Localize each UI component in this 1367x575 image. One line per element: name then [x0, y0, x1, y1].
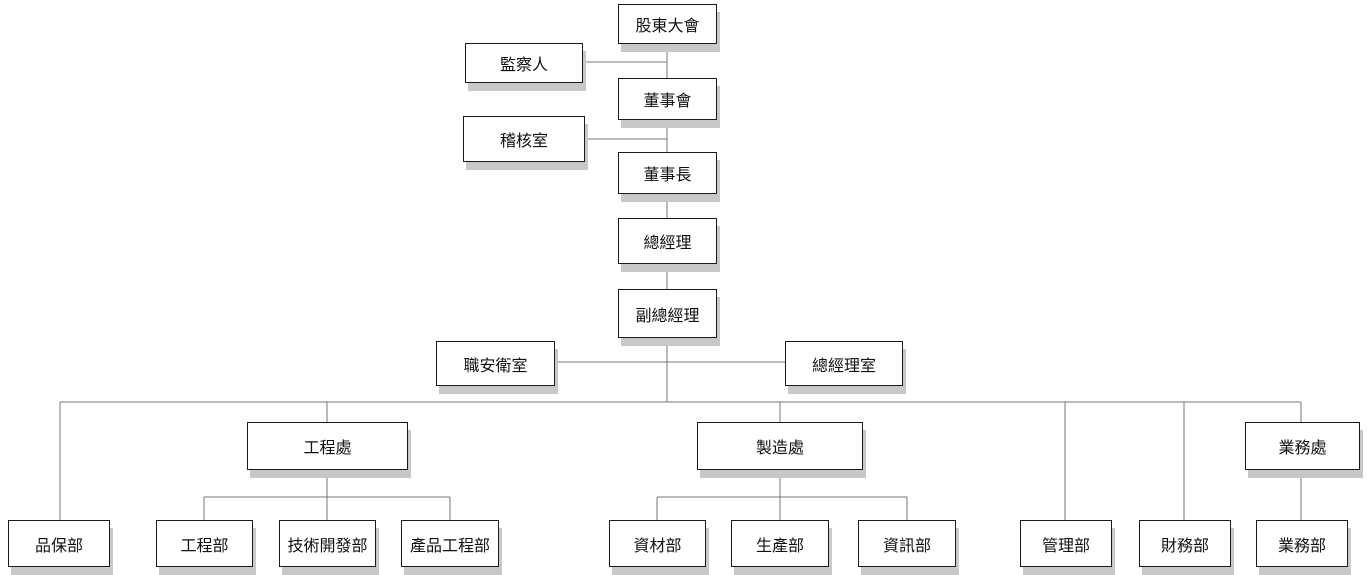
it-dept-label: 資訊部 — [882, 535, 931, 555]
qa-dept-label: 品保部 — [34, 535, 83, 555]
management-dept-box: 管理部 — [1020, 520, 1112, 567]
board-box: 董事會 — [618, 78, 717, 120]
it-dept-box: 資訊部 — [858, 520, 956, 567]
shareholders-meeting-label: 股東大會 — [635, 16, 700, 35]
supervisor-box: 監察人 — [465, 43, 583, 83]
audit-office-label: 稽核室 — [499, 131, 548, 150]
general-manager-box: 總經理 — [618, 218, 717, 264]
product-engineering-dept-label: 產品工程部 — [409, 535, 490, 555]
general-manager-label: 總經理 — [643, 233, 692, 252]
vice-general-manager-label: 副總經理 — [635, 305, 700, 325]
chairman-box: 董事長 — [618, 152, 717, 194]
audit-office-box: 稽核室 — [463, 116, 585, 162]
engineering-division-label: 工程處 — [303, 438, 352, 457]
production-dept-label: 生產部 — [755, 535, 804, 555]
sales-dept-label: 業務部 — [1277, 535, 1326, 555]
sales-division-label: 業務處 — [1278, 438, 1327, 457]
materials-dept-label: 資材部 — [633, 535, 682, 555]
finance-dept-label: 財務部 — [1160, 535, 1209, 555]
engineering-division-box: 工程處 — [247, 422, 408, 470]
rd-dept-label: 技術開發部 — [287, 535, 368, 555]
safety-office-box: 職安衛室 — [436, 341, 555, 386]
sales-division-box: 業務處 — [1245, 422, 1360, 470]
materials-dept-box: 資材部 — [609, 520, 706, 567]
chairman-label: 董事長 — [643, 165, 692, 184]
manufacturing-division-box: 製造處 — [697, 422, 863, 470]
product-engineering-dept-box: 產品工程部 — [401, 520, 499, 567]
manufacturing-division-label: 製造處 — [755, 438, 804, 457]
safety-office-label: 職安衛室 — [463, 355, 528, 375]
production-dept-box: 生產部 — [731, 520, 829, 567]
gm-office-box: 總經理室 — [785, 341, 903, 386]
sales-dept-box: 業務部 — [1256, 520, 1348, 567]
shareholders-meeting-box: 股東大會 — [618, 4, 717, 44]
board-label: 董事會 — [643, 91, 692, 110]
vice-general-manager-box: 副總經理 — [618, 289, 717, 338]
gm-office-label: 總經理室 — [811, 355, 876, 375]
finance-dept-box: 財務部 — [1139, 520, 1231, 567]
supervisor-label: 監察人 — [499, 55, 548, 74]
qa-dept-box: 品保部 — [8, 520, 110, 567]
engineering-dept-label: 工程部 — [180, 535, 229, 555]
management-dept-label: 管理部 — [1041, 535, 1090, 555]
engineering-dept-box: 工程部 — [156, 520, 253, 567]
rd-dept-box: 技術開發部 — [279, 520, 376, 567]
